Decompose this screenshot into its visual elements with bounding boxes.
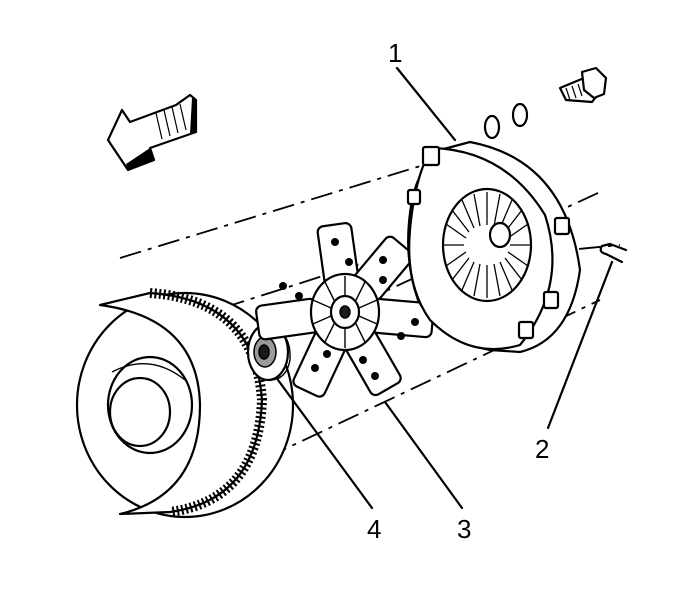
callout-2: 2 bbox=[535, 434, 549, 464]
callout-3: 3 bbox=[457, 514, 471, 544]
callout-1: 1 bbox=[388, 38, 402, 68]
leader-lines bbox=[276, 66, 614, 510]
flywheel bbox=[75, 288, 295, 519]
clutch-disc bbox=[255, 222, 435, 398]
callout-4: 4 bbox=[367, 514, 381, 544]
retaining-clip bbox=[599, 242, 628, 264]
bolt-and-washers bbox=[483, 66, 608, 140]
direction-arrow-icon bbox=[106, 93, 198, 172]
pressure-plate bbox=[406, 140, 582, 354]
